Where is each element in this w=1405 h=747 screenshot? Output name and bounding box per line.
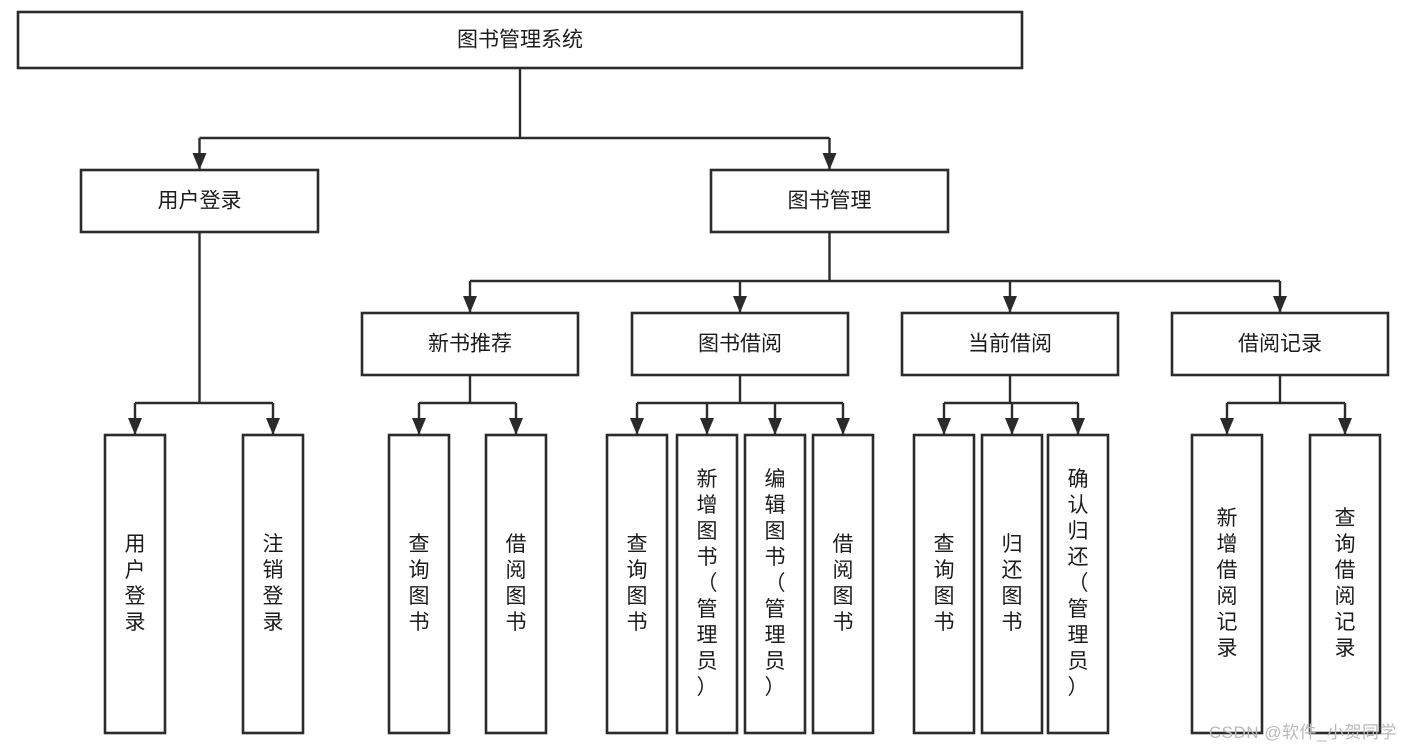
node-leaf-query-record-box[interactable] xyxy=(1308,433,1382,735)
node-leaf-borrow-book-2[interactable]: 借阅图书 xyxy=(811,433,875,735)
arrow-head-icon xyxy=(937,418,951,435)
node-leaf-add-book[interactable]: 新增图书（管理员） xyxy=(675,433,739,735)
node-borrow-record[interactable]: 借阅记录 xyxy=(1170,311,1390,377)
node-leaf-return-book-box[interactable] xyxy=(980,433,1044,735)
arrow-head-icon xyxy=(1003,296,1017,313)
node-leaf-query-book-2-box[interactable] xyxy=(605,433,669,735)
arrow-head-icon xyxy=(768,418,782,435)
node-leaf-add-record-label: 新增借阅记录 xyxy=(1217,507,1238,660)
node-leaf-query-book-3[interactable]: 查询图书 xyxy=(912,433,976,735)
node-leaf-add-record[interactable]: 新增借阅记录 xyxy=(1190,433,1264,735)
node-borrow-record-box[interactable] xyxy=(1170,311,1390,377)
node-leaf-add-book-label: 新增图书（管理员） xyxy=(697,468,718,699)
node-leaf-confirm-return[interactable]: 确认归还（管理员） xyxy=(1046,433,1110,735)
node-book-borrow-box[interactable] xyxy=(630,311,850,377)
node-user-login-label: 用户登录 xyxy=(158,190,242,213)
node-leaf-borrow-book-2-box[interactable] xyxy=(811,433,875,735)
node-new-book-recommend-label: 新书推荐 xyxy=(428,333,512,356)
arrow-head-icon xyxy=(1273,296,1287,313)
node-leaf-borrow-book-1[interactable]: 借阅图书 xyxy=(484,433,548,735)
arrow-head-icon xyxy=(412,418,426,435)
node-leaf-query-book-2[interactable]: 查询图书 xyxy=(605,433,669,735)
node-layer: 图书管理系统用户登录图书管理新书推荐图书借阅当前借阅借阅记录用户登录注销登录查询… xyxy=(16,10,1390,735)
node-new-book-recommend[interactable]: 新书推荐 xyxy=(360,311,580,377)
arrow-head-icon xyxy=(822,153,837,170)
node-leaf-query-record[interactable]: 查询借阅记录 xyxy=(1308,433,1382,735)
arrow-head-icon xyxy=(509,418,523,435)
node-leaf-user-login[interactable]: 用户登录 xyxy=(103,433,167,735)
arrow-head-icon xyxy=(128,418,142,435)
node-leaf-confirm-return-label: 确认归还（管理员） xyxy=(1068,468,1089,699)
node-root[interactable]: 图书管理系统 xyxy=(16,10,1024,70)
node-leaf-add-book-box[interactable] xyxy=(675,433,739,735)
arrow-head-icon xyxy=(266,418,280,435)
node-leaf-borrow-book-1-label: 借阅图书 xyxy=(506,533,527,634)
node-book-manage[interactable]: 图书管理 xyxy=(709,168,950,234)
node-book-manage-box[interactable] xyxy=(709,168,950,234)
node-leaf-query-record-label: 查询借阅记录 xyxy=(1335,507,1356,660)
node-leaf-query-book-1-label: 查询图书 xyxy=(409,533,430,634)
node-leaf-borrow-book-2-label: 借阅图书 xyxy=(833,533,854,634)
node-leaf-confirm-return-box[interactable] xyxy=(1046,433,1110,735)
node-book-manage-label: 图书管理 xyxy=(788,190,872,213)
arrow-head-icon xyxy=(1071,418,1085,435)
node-current-borrow[interactable]: 当前借阅 xyxy=(900,311,1120,377)
arrow-head-icon xyxy=(1005,418,1019,435)
node-book-borrow-label: 图书借阅 xyxy=(698,333,782,356)
node-leaf-user-login-box[interactable] xyxy=(103,433,167,735)
node-leaf-edit-book[interactable]: 编辑图书（管理员） xyxy=(743,433,807,735)
node-leaf-edit-book-box[interactable] xyxy=(743,433,807,735)
node-leaf-return-book-label: 归还图书 xyxy=(1002,533,1023,634)
edge-layer xyxy=(128,68,1352,435)
node-user-login-box[interactable] xyxy=(79,168,320,234)
node-leaf-edit-book-label: 编辑图书（管理员） xyxy=(765,468,786,699)
node-leaf-add-record-box[interactable] xyxy=(1190,433,1264,735)
node-leaf-query-book-3-label: 查询图书 xyxy=(934,533,955,634)
node-leaf-query-book-3-box[interactable] xyxy=(912,433,976,735)
arrow-head-icon xyxy=(1220,418,1234,435)
node-leaf-logout-box[interactable] xyxy=(241,433,305,735)
node-borrow-record-label: 借阅记录 xyxy=(1238,333,1322,356)
node-leaf-query-book-1-box[interactable] xyxy=(387,433,451,735)
arrow-head-icon xyxy=(630,418,644,435)
node-leaf-logout[interactable]: 注销登录 xyxy=(241,433,305,735)
node-leaf-query-book-2-label: 查询图书 xyxy=(627,533,648,634)
arrow-head-icon xyxy=(1338,418,1352,435)
node-leaf-query-book-1[interactable]: 查询图书 xyxy=(387,433,451,735)
node-current-borrow-box[interactable] xyxy=(900,311,1120,377)
watermark-text: CSDN @软件_小贺同学 xyxy=(1208,723,1397,742)
arrow-head-icon xyxy=(700,418,714,435)
node-leaf-logout-label: 注销登录 xyxy=(263,533,284,634)
arrow-head-icon xyxy=(733,296,747,313)
node-root-box[interactable] xyxy=(16,10,1024,70)
node-leaf-user-login-label: 用户登录 xyxy=(125,533,146,634)
arrow-head-icon xyxy=(192,153,207,170)
arrow-head-icon xyxy=(836,418,850,435)
node-new-book-recommend-box[interactable] xyxy=(360,311,580,377)
node-user-login[interactable]: 用户登录 xyxy=(79,168,320,234)
arrow-head-icon xyxy=(463,296,477,313)
node-book-borrow[interactable]: 图书借阅 xyxy=(630,311,850,377)
node-leaf-return-book[interactable]: 归还图书 xyxy=(980,433,1044,735)
node-leaf-borrow-book-1-box[interactable] xyxy=(484,433,548,735)
node-root-label: 图书管理系统 xyxy=(457,29,583,52)
node-current-borrow-label: 当前借阅 xyxy=(968,333,1052,356)
